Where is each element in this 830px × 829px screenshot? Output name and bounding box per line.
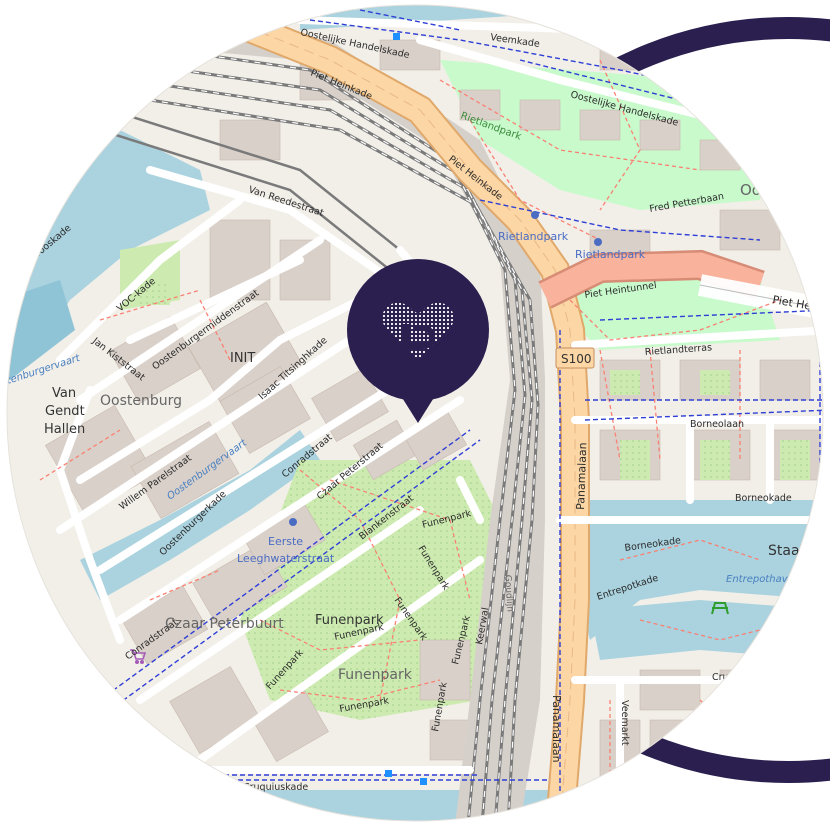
label-panamalaan-2: Panamalaan [550,695,563,763]
label-funenpark-district: Funenpark [338,667,413,683]
label-van-gendt-hallen-2: Gendt [45,404,85,419]
label-rietlandpark-station: Rietlandpark [498,230,569,243]
label-funenpark-area: Funenpark [315,613,384,628]
label-eerste-1: Eerste [268,535,303,548]
label-init: INIT [230,351,255,366]
water-bottom [7,790,823,821]
shopping-cart-icon [130,649,147,665]
label-erpark: erpark [20,609,54,620]
label-eerste-2: Leeghwaterstraat [237,552,335,565]
label-oo: Oo [740,181,761,199]
street-network [7,16,823,821]
label-goudlijn: Goudlijn [502,575,515,613]
label-staal: Staal- [768,543,808,559]
label-oostenburg: Oostenburg [100,393,182,409]
green-patches [140,280,810,480]
label-van-gendt-hallen-3: Hallen [44,422,85,437]
rail-dashes [99,39,539,821]
label-van-gendt-hallen-1: Van [52,386,76,401]
heart-logo-icon [382,302,454,360]
label-cruquiuskade: Cruquiuskade [243,782,308,793]
label-veemarkt: Veemarkt [619,700,630,746]
label-borneokade-1: Borneokade [735,493,792,504]
label-cruquiusweg: Cruquiusw [712,672,762,683]
s100-shield [555,347,595,369]
picnic-table-icon [711,602,729,615]
label-borneolaan: Borneolaan [690,419,744,430]
label-czaar-peterbuurt: Czaar Peterbuurt [165,616,284,632]
rail-corridor [80,20,545,821]
label-rietlandterras: Rietlandterras [644,342,712,358]
water-entrepothaven [580,500,823,640]
label-s100: S100 [561,352,592,366]
label-rietlandpark-station-2: Rietlandpark [575,248,646,261]
label-entrepothaven: Entrepothave [726,574,794,585]
location-marker[interactable] [347,259,489,423]
label-panamalaan-1: Panamalaan [574,442,589,510]
stop-markers [289,33,602,785]
